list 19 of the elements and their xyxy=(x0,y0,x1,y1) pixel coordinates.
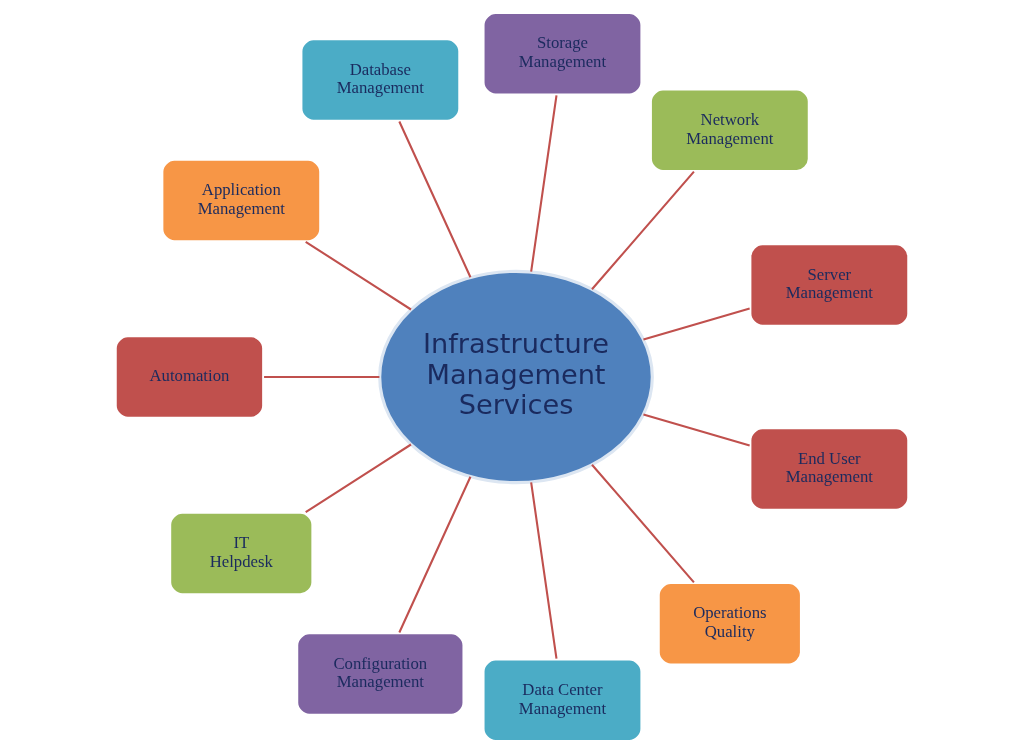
node-box: End User Management xyxy=(748,426,911,512)
node-box: Application Management xyxy=(160,157,323,244)
connector xyxy=(591,464,695,583)
node-box: IT Helpdesk xyxy=(168,510,315,597)
connector xyxy=(643,413,750,447)
node-box: Server Management xyxy=(748,242,911,328)
connector xyxy=(398,121,472,278)
node-box: Database Management xyxy=(299,37,462,123)
connector xyxy=(591,170,695,290)
connector xyxy=(305,240,412,311)
connector xyxy=(398,476,472,633)
connector xyxy=(530,95,558,272)
node-box: Configuration Management xyxy=(295,631,466,717)
connector xyxy=(643,307,750,341)
connector xyxy=(305,443,412,514)
node-ellipse: Infrastructure Management Services xyxy=(378,269,654,485)
connector xyxy=(264,375,380,379)
connector xyxy=(530,482,558,659)
node-box: Automation xyxy=(113,334,266,420)
